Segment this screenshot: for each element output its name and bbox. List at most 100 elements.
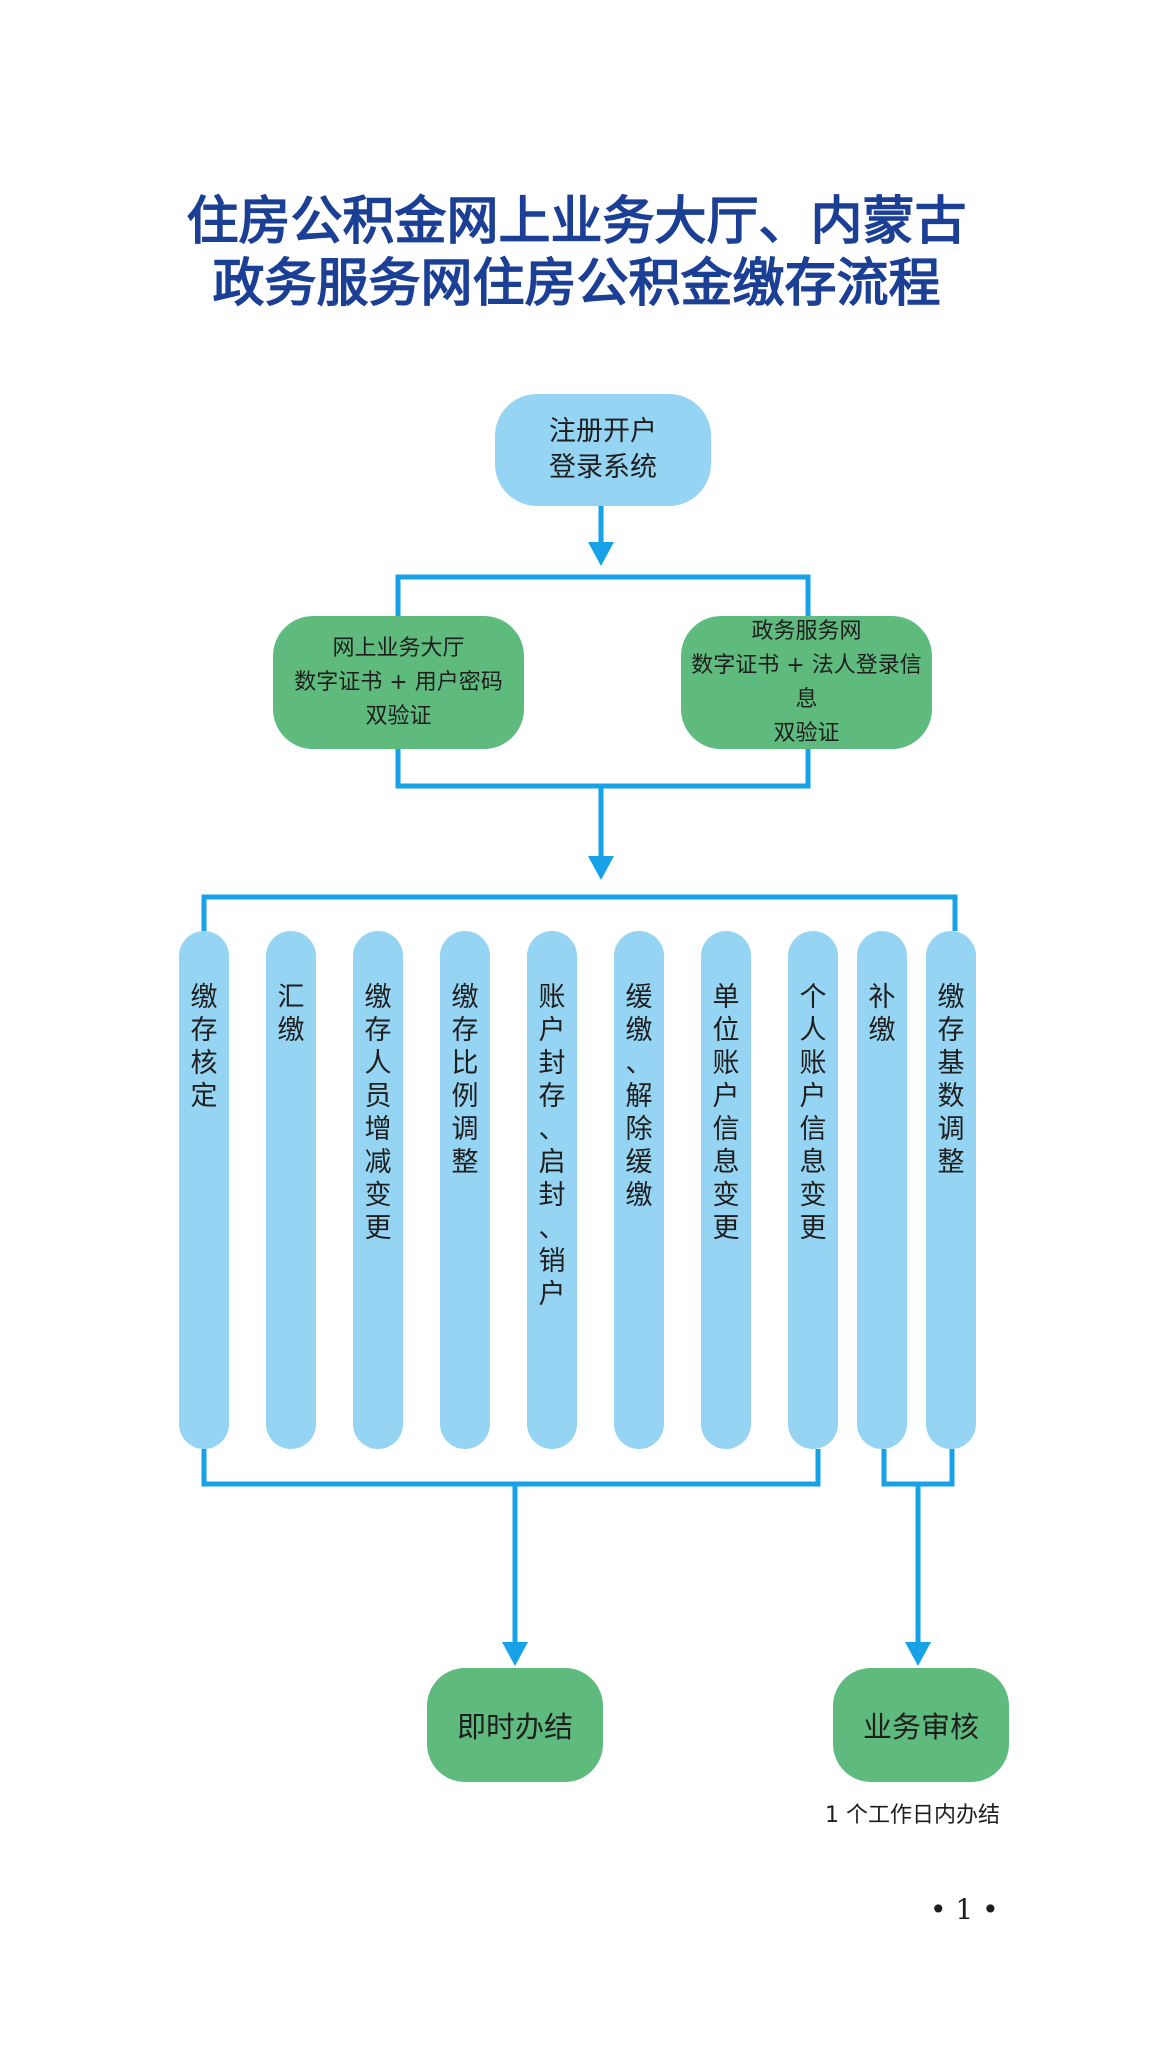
business-item-label: 缓缴、解除缓缴 <box>614 981 664 1212</box>
connector-immediate-group <box>201 1449 821 1487</box>
review-time-note: 1 个工作日内办结 <box>825 1803 1000 1828</box>
business-item-char: 变 <box>364 1180 392 1211</box>
business-item-char: 更 <box>799 1213 827 1244</box>
business-item-char: 户 <box>538 1279 566 1310</box>
gov-service-line-3: 双验证 <box>773 720 840 746</box>
business-item-char: 缴 <box>451 982 479 1013</box>
arrow-immediate <box>502 1642 528 1666</box>
business-item-char: 息 <box>799 1147 827 1178</box>
business-item-char: 汇 <box>277 982 305 1013</box>
business-item-char: 单 <box>712 982 740 1013</box>
title-line-2: 政务服务网住房公积金缴存流程 <box>212 253 941 314</box>
business-review-node: 业务审核 <box>833 1668 1009 1782</box>
business-item-char: 存 <box>937 1015 965 1046</box>
business-item-label: 汇缴 <box>266 981 316 1047</box>
business-item-char: 核 <box>190 1048 218 1079</box>
business-item-char: 存 <box>364 1015 392 1046</box>
connector-business-top <box>201 894 958 931</box>
business-item-char: 人 <box>799 1015 827 1046</box>
business-item-char: 比 <box>451 1048 479 1079</box>
business-item-label: 缴存人员增减变更 <box>353 981 403 1245</box>
connector-split <box>395 574 811 618</box>
business-item-char: 除 <box>625 1114 653 1145</box>
business-item-label: 补缴 <box>857 981 907 1047</box>
business-item-char: 补 <box>868 982 896 1013</box>
online-hall-line-3: 双验证 <box>365 703 432 729</box>
business-item-char: 存 <box>190 1015 218 1046</box>
business-item-7: 个人账户信息变更 <box>788 931 838 1449</box>
business-item-char: 存 <box>538 1081 566 1112</box>
business-item-char: 解 <box>625 1081 653 1112</box>
business-item-char: 户 <box>799 1081 827 1112</box>
business-item-char: 缴 <box>277 1015 305 1046</box>
register-login-line-2: 登录系统 <box>549 452 657 483</box>
business-item-char: 账 <box>712 1048 740 1079</box>
arrow-start-down <box>588 542 614 566</box>
business-item-char: 、 <box>538 1213 566 1244</box>
business-item-label: 缴存比例调整 <box>440 981 490 1179</box>
gov-service-verify-node: 政务服务网 数字证书 + 法人登录信息 双验证 <box>681 616 932 749</box>
business-item-char: 户 <box>712 1081 740 1112</box>
business-item-char: 缴 <box>625 1180 653 1211</box>
business-item-0: 缴存核定 <box>179 931 229 1449</box>
online-hall-line-2: 数字证书 + 用户密码 <box>294 669 503 695</box>
business-item-char: 基 <box>937 1048 965 1079</box>
business-item-char: 缴 <box>937 982 965 1013</box>
register-login-line-1: 注册开户 <box>549 416 657 447</box>
business-item-label: 缴存核定 <box>179 981 229 1113</box>
business-item-char: 户 <box>538 1015 566 1046</box>
business-item-char: 变 <box>799 1180 827 1211</box>
arrow-review <box>905 1642 931 1666</box>
business-item-char: 定 <box>190 1081 218 1112</box>
business-item-char: 缓 <box>625 1147 653 1178</box>
business-item-5: 缓缴、解除缓缴 <box>614 931 664 1449</box>
business-item-label: 单位账户信息变更 <box>701 981 751 1245</box>
business-item-char: 缴 <box>364 982 392 1013</box>
title-line-1: 住房公积金网上业务大厅、内蒙古 <box>186 191 967 252</box>
business-item-char: 、 <box>538 1114 566 1145</box>
business-item-char: 整 <box>451 1147 479 1178</box>
business-item-char: 、 <box>625 1048 653 1079</box>
business-item-char: 位 <box>712 1015 740 1046</box>
business-item-char: 数 <box>937 1081 965 1112</box>
business-item-char: 信 <box>712 1114 740 1145</box>
business-item-char: 封 <box>538 1180 566 1211</box>
business-item-char: 息 <box>712 1147 740 1178</box>
immediate-completion-node: 即时办结 <box>427 1668 603 1782</box>
gov-service-line-1: 政务服务网 <box>751 618 862 644</box>
business-item-char: 例 <box>451 1081 479 1112</box>
business-item-char: 减 <box>364 1147 392 1178</box>
business-item-char: 缴 <box>625 1015 653 1046</box>
business-item-char: 缓 <box>625 982 653 1013</box>
business-item-char: 个 <box>799 982 827 1013</box>
arrow-merge-down <box>588 856 614 880</box>
online-hall-verify-node: 网上业务大厅 数字证书 + 用户密码 双验证 <box>273 616 524 749</box>
business-item-label: 个人账户信息变更 <box>788 981 838 1245</box>
business-item-char: 缴 <box>868 1015 896 1046</box>
business-item-char: 调 <box>451 1114 479 1145</box>
business-item-1: 汇缴 <box>266 931 316 1449</box>
business-item-8: 补缴 <box>857 931 907 1449</box>
online-hall-line-1: 网上业务大厅 <box>332 635 465 661</box>
business-item-char: 存 <box>451 1015 479 1046</box>
business-item-9: 缴存基数调整 <box>926 931 976 1449</box>
business-item-char: 增 <box>364 1114 392 1145</box>
business-item-3: 缴存比例调整 <box>440 931 490 1449</box>
business-item-char: 账 <box>799 1048 827 1079</box>
gov-service-line-2: 数字证书 + 法人登录信息 <box>691 652 922 712</box>
business-item-4: 账户封存、启封、销户 <box>527 931 577 1449</box>
business-item-char: 员 <box>364 1081 392 1112</box>
business-item-2: 缴存人员增减变更 <box>353 931 403 1449</box>
business-item-char: 销 <box>538 1246 566 1277</box>
business-item-char: 变 <box>712 1180 740 1211</box>
business-item-char: 账 <box>538 982 566 1013</box>
business-item-char: 启 <box>538 1147 566 1178</box>
immediate-completion-label: 即时办结 <box>456 1710 573 1744</box>
business-item-label: 缴存基数调整 <box>926 981 976 1179</box>
connector-merge <box>395 748 811 789</box>
business-item-char: 更 <box>712 1213 740 1244</box>
business-item-char: 调 <box>937 1114 965 1145</box>
business-item-char: 更 <box>364 1213 392 1244</box>
business-item-char: 信 <box>799 1114 827 1145</box>
